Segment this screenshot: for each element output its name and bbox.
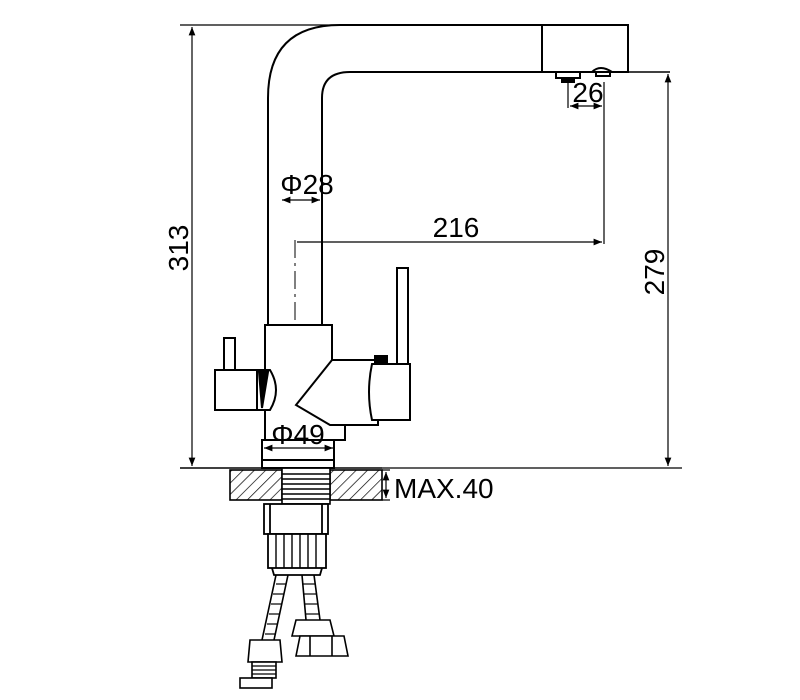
left-handle xyxy=(214,337,277,411)
spout-diameter-label: Φ28 xyxy=(280,169,333,200)
aerator-width-label: 26 xyxy=(572,77,603,108)
reach-label: 216 xyxy=(433,212,480,243)
faucet-body xyxy=(261,324,379,469)
right-handle xyxy=(368,267,411,421)
dimension-lines xyxy=(180,24,682,501)
supply-hoses xyxy=(239,574,349,689)
spout-height-label: 279 xyxy=(639,249,670,296)
total-height-label: 313 xyxy=(163,225,194,272)
base-diameter-label: Φ49 xyxy=(271,419,324,450)
mounting-nut xyxy=(263,503,329,576)
max-thickness-label: MAX.40 xyxy=(394,473,494,504)
counter-top-section xyxy=(180,467,383,505)
